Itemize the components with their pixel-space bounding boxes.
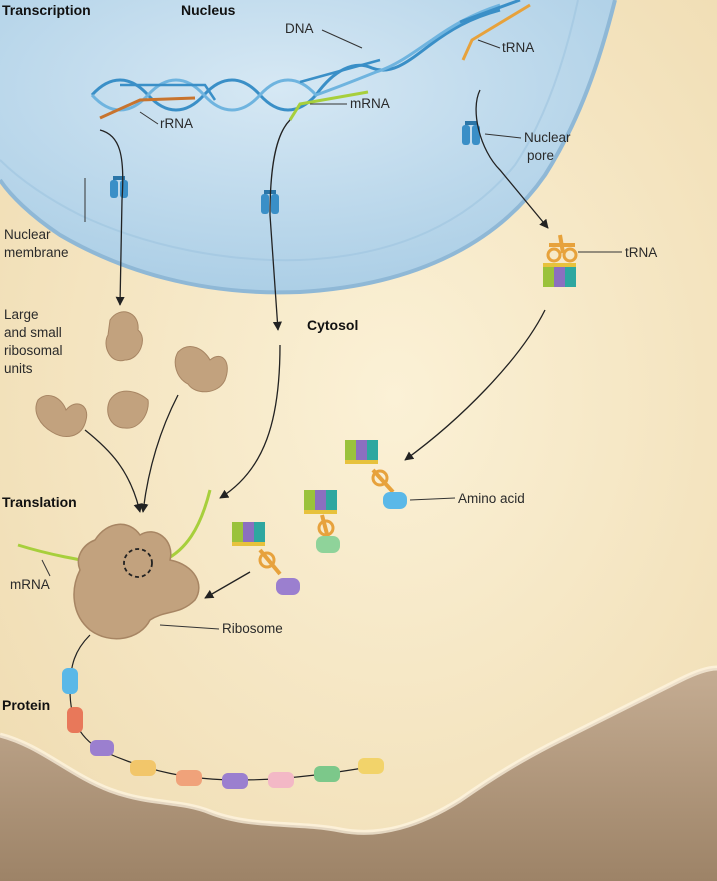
leader-rrna [139,111,159,125]
arrow-mrna-down [219,344,281,499]
label-amino-acid: Amino acid [458,491,525,506]
nuclear-membrane [0,0,617,295]
cell-membrane [0,668,717,881]
amino-acid-bead [67,707,83,733]
cell-membrane-edge [0,665,717,835]
label-ribo-units-3: ribosomal [4,343,63,358]
label-nuclear-pore-1: Nuclear [524,130,571,145]
rrna-strand [99,96,196,120]
leader-mrna-left [41,559,51,577]
label-nuclear-membrane-2: membrane [4,245,69,260]
charged-trna [232,522,300,595]
leader-nuclear-pore [484,133,522,139]
header-nucleus: Nucleus [181,2,236,18]
ribosomal-units [35,311,228,437]
arrow-trna-out [475,89,549,229]
label-ribo-units-2: and small [4,325,62,340]
amino-acid-bead [268,772,294,788]
label-nuclear-membrane-1: Nuclear [4,227,51,242]
charged-trna [304,490,340,553]
arrow-units-right [139,394,179,513]
leader-amino-acid [409,497,456,501]
trna-strand-nucleus [461,3,531,61]
amino-acid-bead [176,770,202,786]
mrna-strand-nucleus [288,90,369,121]
amino-acid-bead [90,740,114,756]
header-protein: Protein [2,697,50,713]
leader-ribosome [159,624,220,630]
label-ribo-units-1: Large [4,307,39,322]
amino-acid-bead [314,766,340,782]
header-transcription: Transcription [2,2,91,18]
label-ribosome: Ribosome [222,621,283,636]
protein-chain [62,668,384,789]
ribosome [73,523,200,640]
amino-acid-bead [130,760,156,776]
trna-molecule [543,234,578,287]
charged-trna [345,440,407,509]
leader-dna [321,29,363,49]
arrow-rrna-out [99,129,125,306]
amino-acid-bead [222,773,248,789]
label-rrna: rRNA [160,116,193,131]
arrow-trna-down [404,309,546,461]
header-cytosol: Cytosol [307,317,358,333]
label-trna-top: tRNA [502,40,534,55]
label-mrna-left: mRNA [10,577,50,592]
nuclear-membrane-inner [0,0,579,262]
amino-acid-bead [358,758,384,774]
arrow-to-ribosome [204,571,251,599]
header-translation: Translation [2,494,77,510]
nuclear-pore [462,121,480,145]
arrow-units-left [84,429,143,513]
leader-trna-top [477,39,501,49]
amino-acid-bead [62,668,78,694]
label-dna: DNA [285,21,314,36]
label-trna-mid: tRNA [625,245,657,260]
label-mrna-top: mRNA [350,96,390,111]
label-ribo-units-4: units [4,361,33,376]
arrow-mrna-out [269,119,291,331]
nucleus [0,0,615,293]
label-nuclear-pore-2: pore [527,148,554,163]
